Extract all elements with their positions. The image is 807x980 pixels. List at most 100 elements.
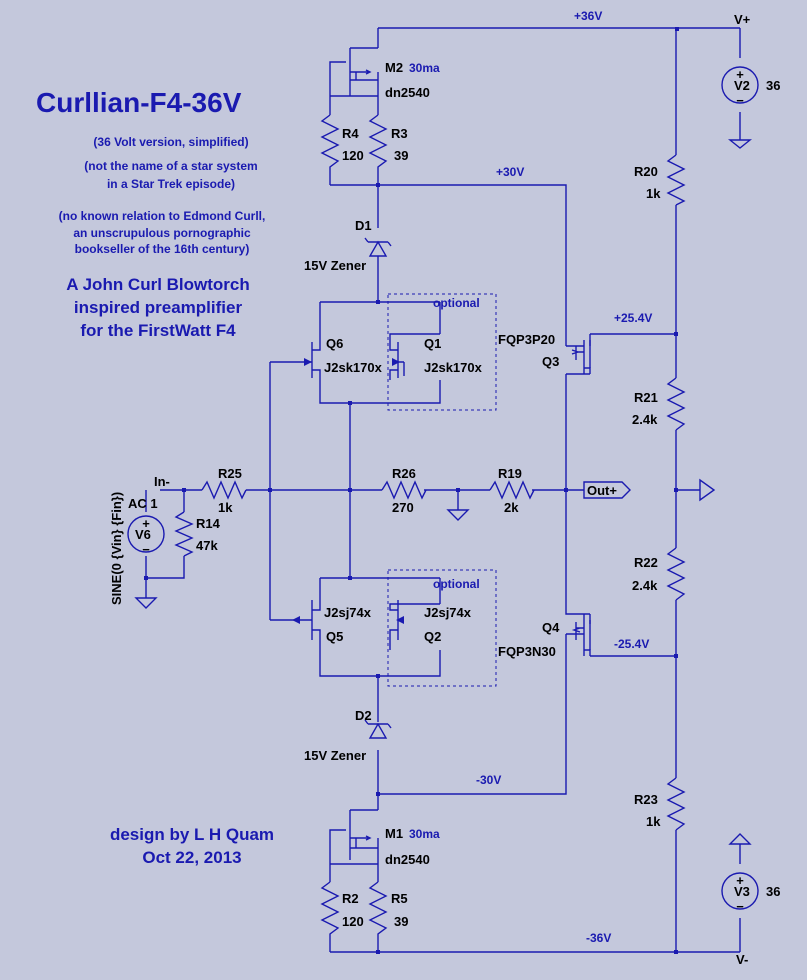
r19-zigzag [489,480,535,500]
mosfets-dn2540 [329,47,379,864]
d1-symbol [364,237,392,257]
m1-value: dn2540 [385,852,430,867]
d1-value: 15V Zener [304,258,366,273]
v6-sine: SINE(0 {Vin} {Fin}) [109,492,124,605]
r25-label: R25 [218,466,242,481]
r25-value: 1k [218,500,233,515]
ground-v2 [728,139,752,149]
q1-arrow [392,358,400,366]
d1-label: D1 [355,218,372,233]
q1-value: J2sk170x [424,360,483,375]
r23-value: 1k [646,814,661,829]
v6-label: V6 [135,527,151,542]
r19-value: 2k [504,500,519,515]
r14-value: 47k [196,538,218,553]
q2-value: J2sj74x [424,605,472,620]
junctions [144,27,679,954]
v2-circle [721,66,759,104]
r5-value: 39 [394,914,408,929]
grounds [134,139,752,845]
d2-value: 15V Zener [304,748,366,763]
note-curl-1: (no known relation to Edmond Curll, [59,209,266,223]
r21-value: 2.4k [632,412,658,427]
r26-zigzag [381,480,427,500]
v2-label: V2 [734,78,750,93]
credit-date: Oct 22, 2013 [142,848,241,867]
m2-value: dn2540 [385,85,430,100]
r5-label: R5 [391,891,408,906]
m2-current: 30ma [409,61,440,75]
net-vplus: V+ [734,12,751,27]
net-in-minus: In- [154,474,170,489]
ground-right [699,478,716,502]
resistors [174,114,686,940]
v6-circle [127,515,165,553]
optional-bottom-label: optional [433,577,480,591]
q4-label: Q4 [542,620,560,635]
note-curl-3: bookseller of the 16th century) [75,242,250,256]
q5-symbol [298,600,321,650]
q4-value: FQP3N30 [498,644,556,659]
r2-zigzag [320,881,340,940]
sources: + − + − + − [127,66,759,914]
d2-label: D2 [355,708,372,723]
v2-value: 36 [766,78,780,93]
credit-author: design by L H Quam [110,825,274,844]
r21-zigzag [666,377,686,431]
net-plus254: +25.4V [614,311,652,325]
r20-value: 1k [646,186,661,201]
q6-value: J2sk170x [324,360,383,375]
note-star-1: (not the name of a star system [84,159,257,173]
q6-label: Q6 [326,336,343,351]
net-minus254: -25.4V [614,637,649,651]
ground-v3 [728,833,752,845]
note-star-2: in a Star Trek episode) [107,177,235,191]
q5-label: Q5 [326,629,343,644]
r4-value: 120 [342,148,364,163]
m1-label: M1 [385,826,403,841]
ground-v6 [134,597,158,609]
v3-minus: − [736,899,744,914]
q3-symbol [571,334,591,374]
r3-zigzag [368,114,388,172]
r3-value: 39 [394,148,408,163]
net-minus30: -30V [476,773,501,787]
r14-zigzag [174,511,194,557]
q5-value: J2sj74x [324,605,372,620]
r4-label: R4 [342,126,359,141]
m1-symbol [329,809,379,864]
r23-zigzag [666,777,686,831]
v3-circle [721,872,759,910]
q6-symbol [298,334,321,380]
net-out-plus: Out+ [587,483,617,498]
q1-symbol [389,333,440,380]
r26-label: R26 [392,466,416,481]
r23-label: R23 [634,792,658,807]
m2-label: M2 [385,60,403,75]
r5-zigzag [368,881,388,940]
schematic-title: Curllian-F4-36V [36,87,242,118]
q2-label: Q2 [424,629,441,644]
ground-r26 [446,509,470,521]
optional-box-bottom [387,569,497,687]
v6-ac: AC 1 [128,496,158,511]
q1-label: Q1 [424,336,441,351]
v3-plus: + [736,873,744,888]
net-plus30: +30V [496,165,524,179]
v2-plus: + [736,67,744,82]
r21-label: R21 [634,390,658,405]
note-blowtorch-3: for the FirstWatt F4 [80,321,236,340]
v3-value: 36 [766,884,780,899]
jfets [292,333,440,650]
net-vminus: V- [736,952,748,967]
v6-minus: − [142,542,150,557]
net-minus36: -36V [586,931,611,945]
q3-value: FQP3P20 [498,332,555,347]
q5-arrow [292,616,300,624]
r26-value: 270 [392,500,414,515]
out-port-shape [583,481,631,499]
q6-arrow [304,358,312,366]
v6-plus: + [142,516,150,531]
